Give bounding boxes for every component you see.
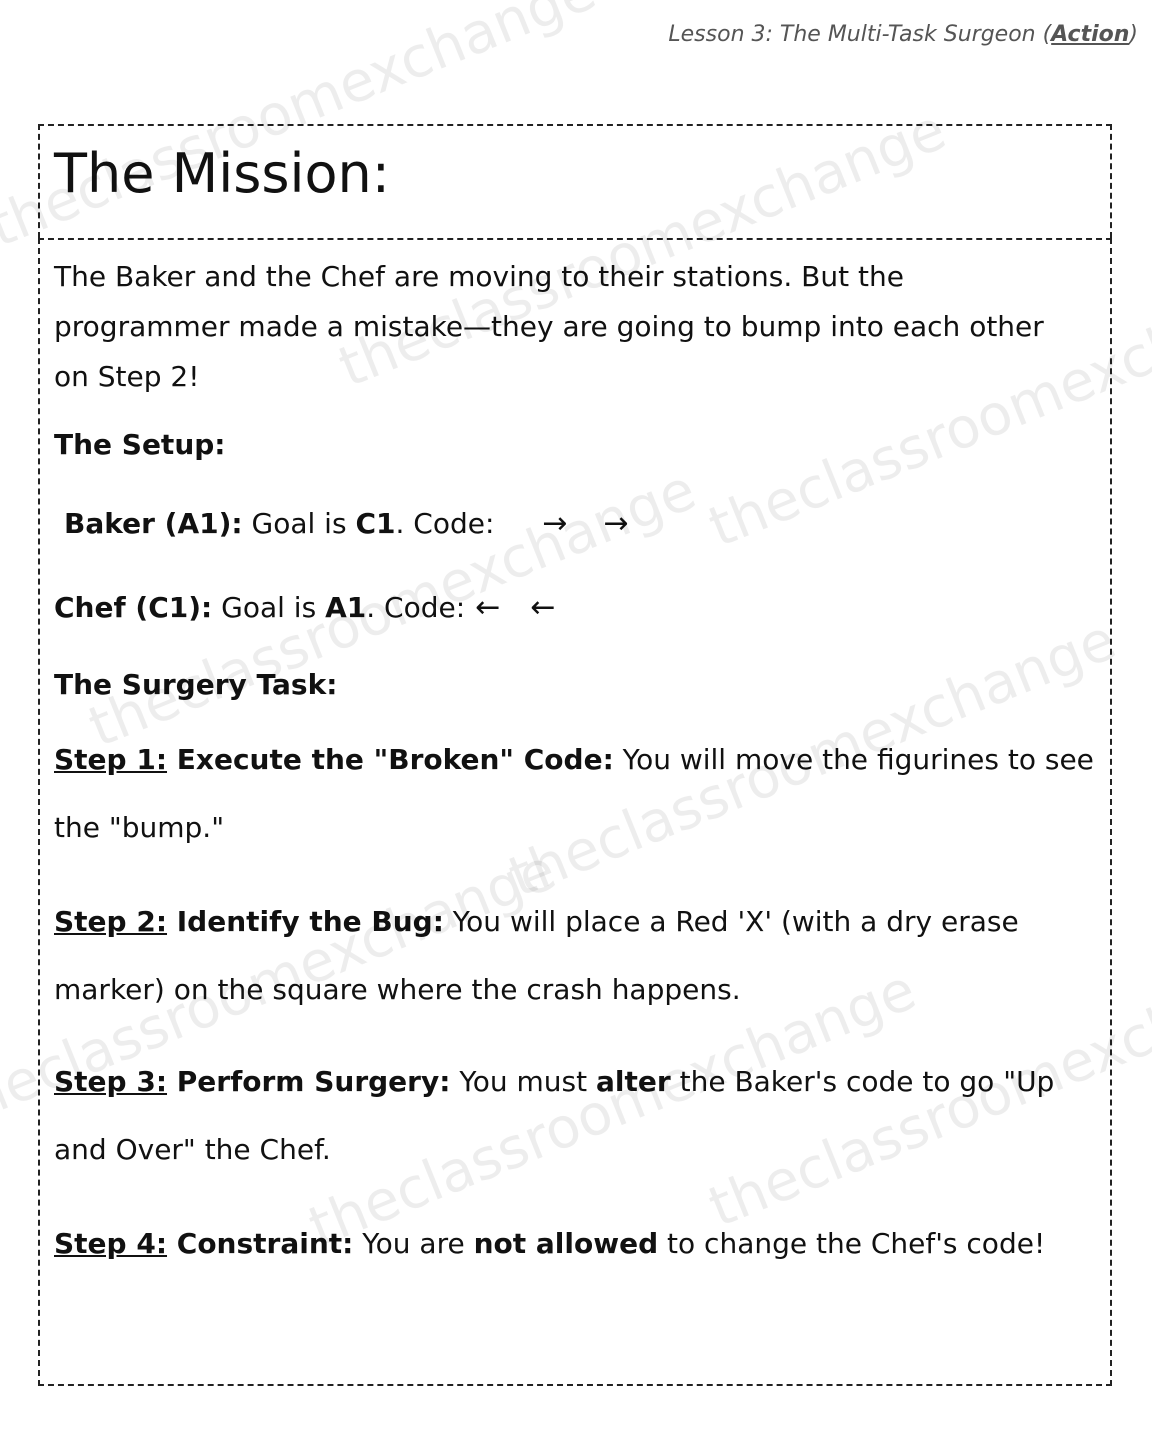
mission-body-box: The Baker and the Chef are moving to the… <box>38 238 1112 1386</box>
surgery-heading: The Surgery Task: <box>54 668 338 701</box>
lesson-header-prefix: Lesson 3: The Multi-Task Surgeon ( <box>668 22 1052 47</box>
lesson-header-action: Action <box>1051 22 1130 47</box>
step-2: Step 2: Identify the Bug: You will place… <box>54 888 1104 1024</box>
chef-label: Chef (C1): <box>54 591 213 624</box>
step-2-text: You will place a Red 'X' (with a dry era… <box>54 905 1019 1006</box>
step-4-text-b: to change the Chef's code! <box>658 1227 1046 1260</box>
step-3: Step 3: Perform Surgery: You must alter … <box>54 1048 1104 1184</box>
right-arrow-icon: → <box>542 506 568 541</box>
left-arrow-icon: ← <box>475 590 501 625</box>
step-3-title: Perform Surgery: <box>167 1065 451 1098</box>
step-3-text-b: the Baker's code to go "Up and Over" the… <box>54 1065 1055 1166</box>
lesson-header-suffix: ) <box>1129 22 1138 47</box>
chef-goal: A1 <box>325 591 367 624</box>
chef-code-text: . Code: <box>366 591 466 624</box>
mission-title-box: The Mission: <box>38 124 1112 238</box>
step-4-title: Constraint: <box>167 1227 354 1260</box>
step-1: Step 1: Execute the "Broken" Code: You w… <box>54 726 1104 862</box>
baker-goal-text: Goal is <box>242 507 356 540</box>
setup-heading: The Setup: <box>54 428 226 461</box>
step-4: Step 4: Constraint: You are not allowed … <box>54 1210 1104 1278</box>
step-3-text-a: You must <box>450 1065 596 1098</box>
step-3-number: Step 3: <box>54 1065 168 1098</box>
mission-title: The Mission: <box>54 142 390 205</box>
right-arrow-icon: → <box>603 506 629 541</box>
step-1-text: You will move the figurines to see the "… <box>54 743 1094 844</box>
step-2-number: Step 2: <box>54 905 168 938</box>
mission-intro: The Baker and the Chef are moving to the… <box>54 260 1044 393</box>
step-2-title: Identify the Bug: <box>167 905 444 938</box>
step-1-title: Execute the "Broken" Code: <box>167 743 614 776</box>
step-4-bold: not allowed <box>473 1227 659 1260</box>
lesson-header: Lesson 3: The Multi-Task Surgeon (Action… <box>668 22 1138 47</box>
step-4-text-a: You are <box>353 1227 474 1260</box>
left-arrow-icon: ← <box>530 590 556 625</box>
baker-code-text: . Code: <box>395 507 495 540</box>
step-4-number: Step 4: <box>54 1227 168 1260</box>
step-1-number: Step 1: <box>54 743 168 776</box>
chef-goal-text: Goal is <box>212 591 326 624</box>
baker-label: Baker (A1): <box>64 507 243 540</box>
baker-goal: C1 <box>355 507 396 540</box>
chef-line: Chef (C1): Goal is A1. Code: ← ← <box>54 590 555 625</box>
baker-line: Baker (A1): Goal is C1. Code: → → <box>64 506 629 541</box>
step-3-bold: alter <box>596 1065 671 1098</box>
